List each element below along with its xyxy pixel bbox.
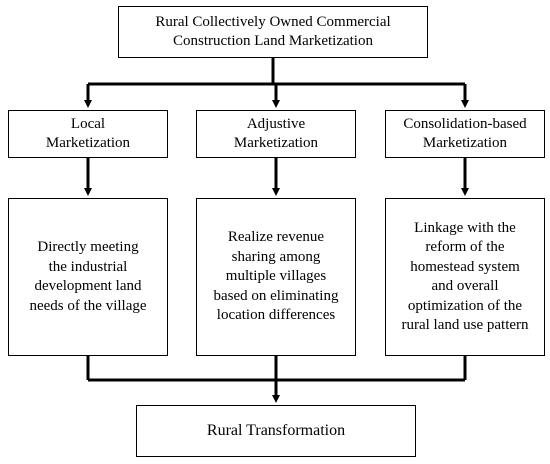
local-marketization-line1: Local	[70, 115, 106, 132]
rural-transformation-box: Rural Transformation	[136, 405, 416, 457]
adjustive-marketization-box: Adjustive Marketization	[196, 110, 356, 158]
consolidation-marketization-line2: Marketization	[422, 135, 508, 151]
consolidation-detail-line: reform of the	[425, 239, 505, 255]
adjustive-detail-line: based on eliminating	[213, 287, 339, 304]
local-detail-box: Directly meeting the industrial developm…	[8, 198, 168, 356]
adjustive-marketization-line2: Marketization	[233, 135, 319, 151]
consolidation-detail-box: Linkage with the reform of the homestead…	[385, 198, 545, 356]
adjustive-detail-box: Realize revenue sharing among multiple v…	[196, 198, 356, 356]
top-concept-line1: Rural Collectively Owned Commercial	[155, 13, 391, 30]
local-detail-line: development land	[34, 278, 142, 294]
local-detail-line: the industrial	[48, 258, 128, 275]
consolidation-marketization-box: Consolidation-based Marketization	[385, 110, 545, 158]
local-detail-line: needs of the village	[29, 297, 147, 314]
local-marketization-line2: Marketization	[45, 135, 131, 151]
local-marketization-box: Local Marketization	[8, 110, 168, 158]
rural-transformation-label: Rural Transformation	[206, 421, 346, 439]
adjustive-detail-line: multiple villages	[225, 268, 327, 285]
adjustive-detail-line: sharing among	[231, 248, 321, 265]
adjustive-marketization-line1: Adjustive	[246, 115, 306, 132]
local-detail-line: Directly meeting	[37, 239, 139, 255]
adjustive-detail-line: location differences	[216, 307, 336, 324]
consolidation-detail-line: homestead system	[410, 258, 520, 275]
consolidation-detail-line: optimization of the	[407, 297, 523, 314]
consolidation-marketization-line1: Consolidation-based	[403, 115, 527, 132]
adjustive-detail-line: Realize revenue	[227, 229, 325, 246]
consolidation-detail-line: and overall	[431, 278, 499, 294]
consolidation-detail-line: Linkage with the	[414, 219, 516, 236]
top-concept-line2: Construction Land Marketization	[173, 33, 373, 49]
consolidation-detail-line: rural land use pattern	[401, 317, 529, 333]
top-concept-box: Rural Collectively Owned Commercial Cons…	[118, 6, 428, 58]
